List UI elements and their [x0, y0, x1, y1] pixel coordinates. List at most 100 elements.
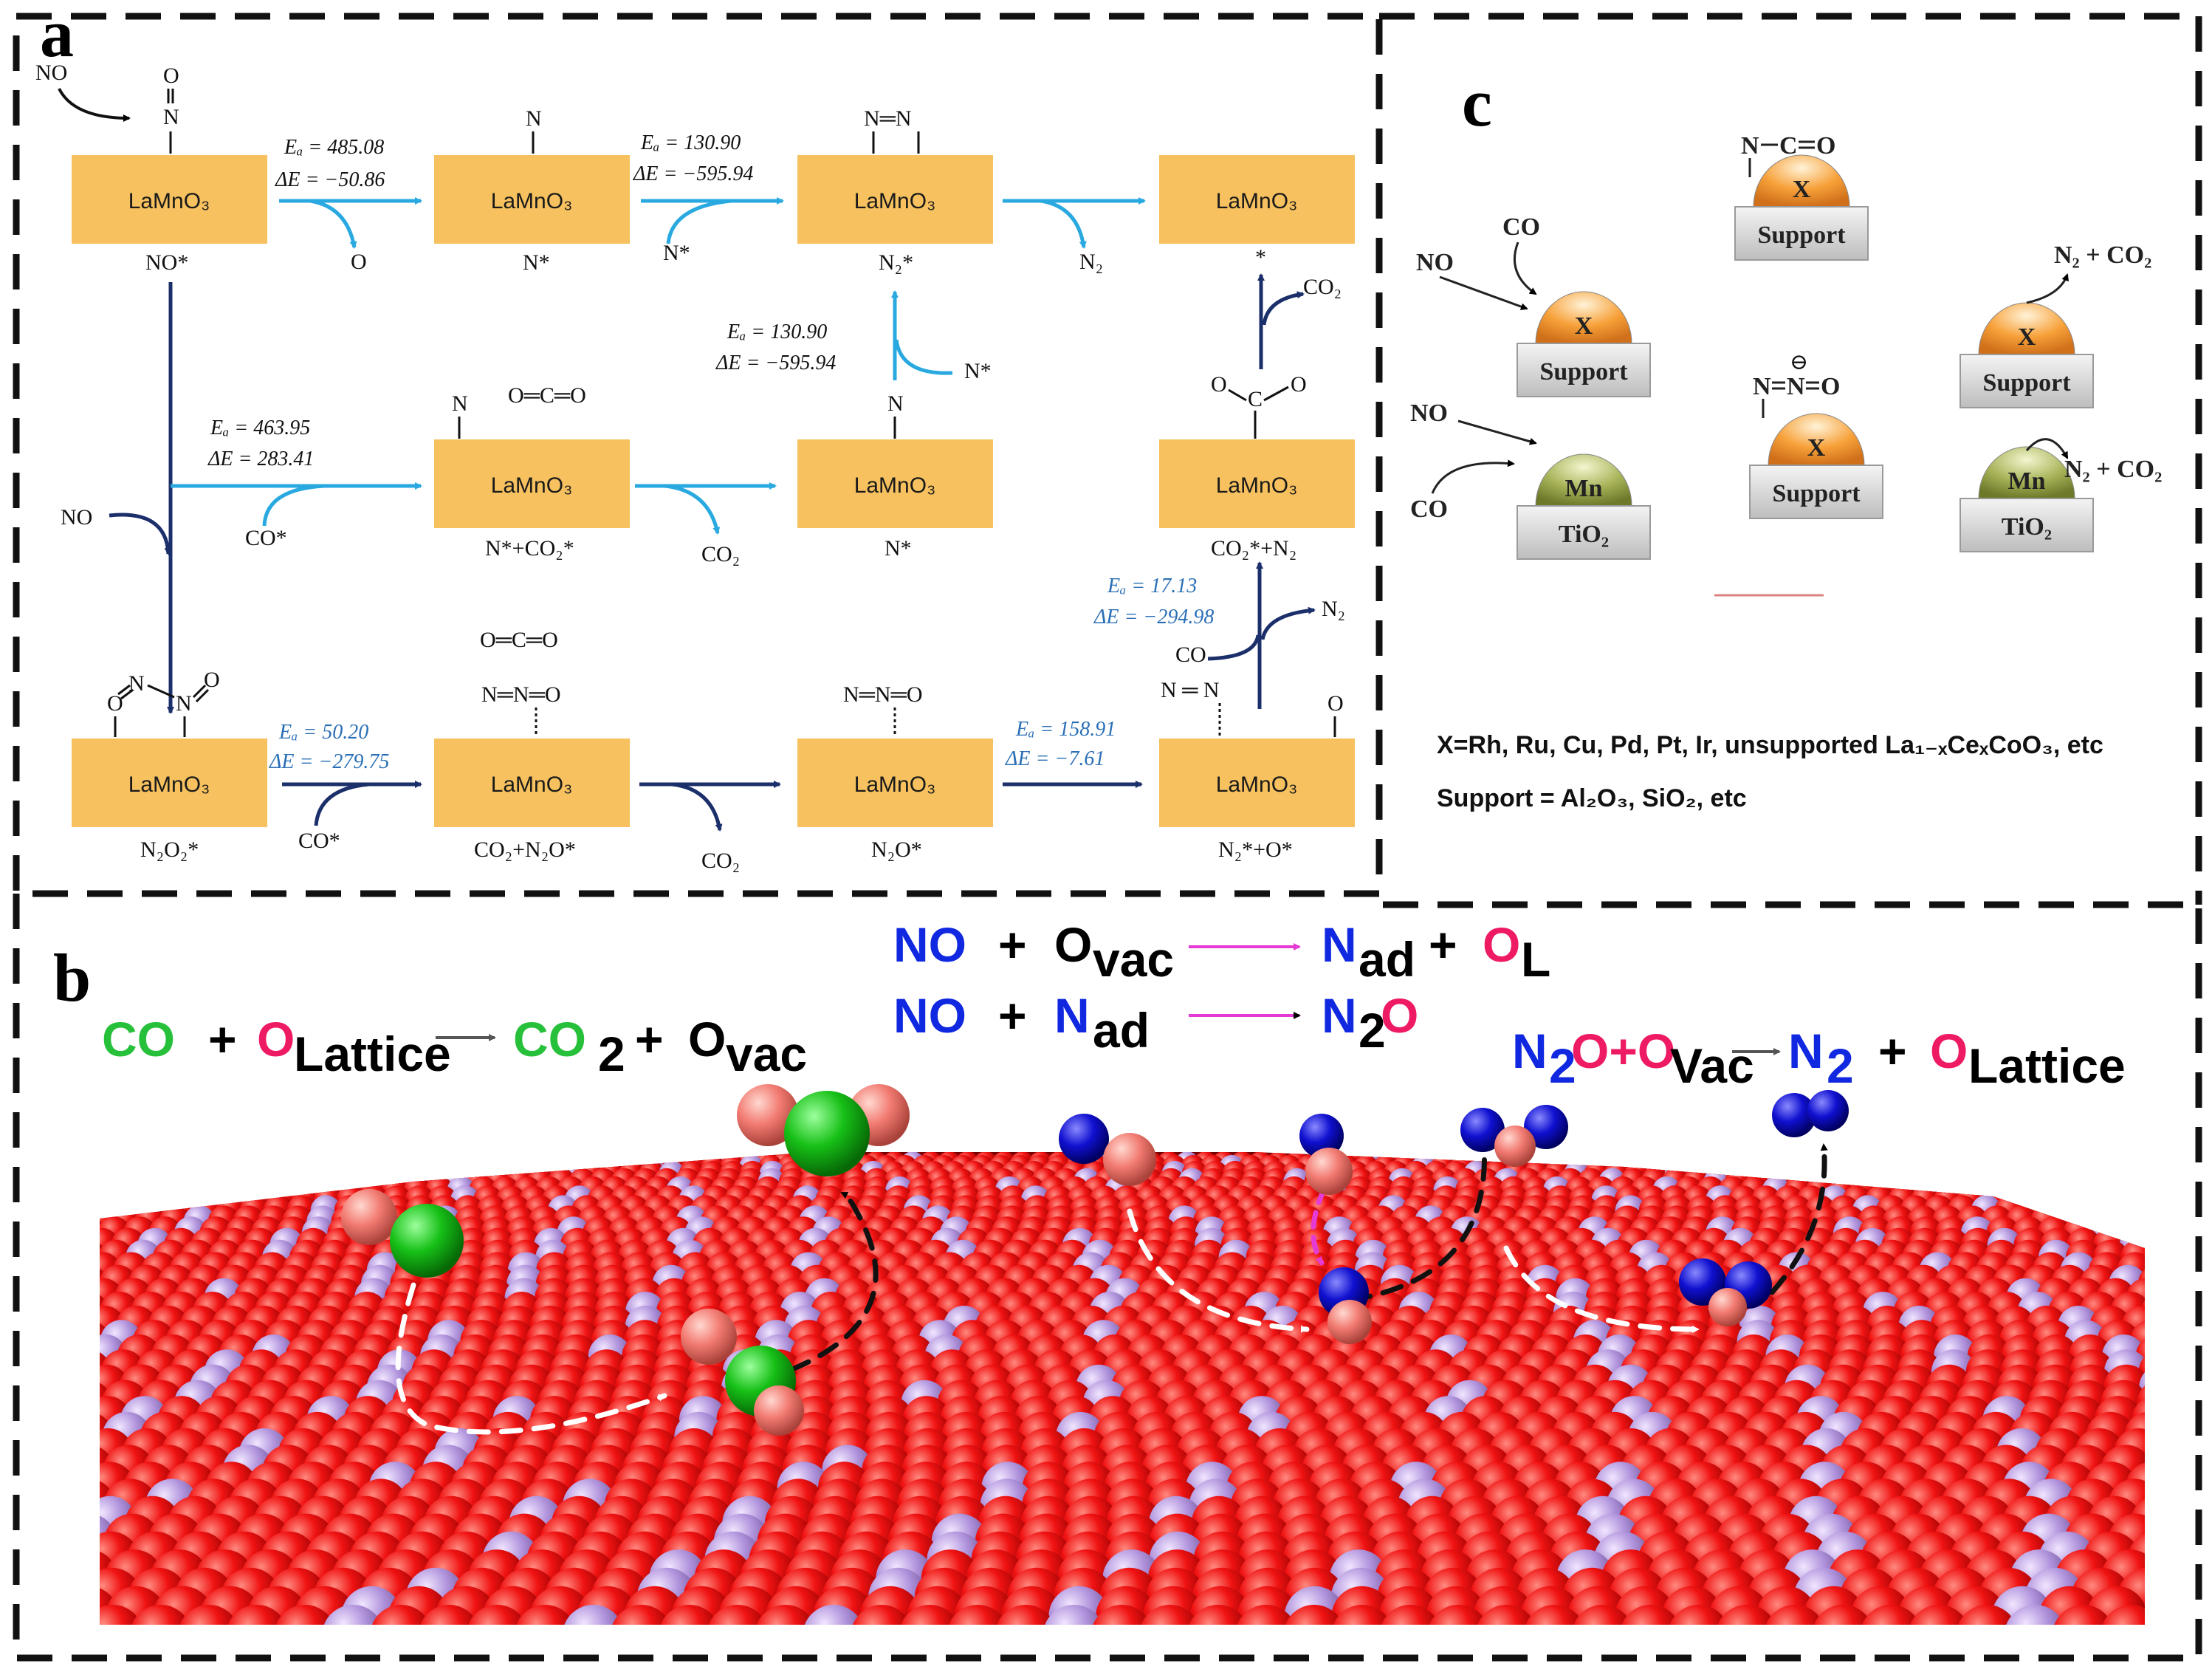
lamno3-label: LaMnO₃ — [854, 473, 936, 498]
o-atom — [100, 1160, 122, 1188]
o-atom — [2052, 1605, 2115, 1625]
la-atom — [2084, 1154, 2109, 1180]
svg-text:O: O — [688, 1012, 726, 1066]
la-atom — [1966, 1160, 1993, 1188]
la-atom — [2123, 1168, 2145, 1196]
svg-text:O+O: O+O — [1571, 1024, 1675, 1078]
lamno3-label: LaMnO₃ — [491, 189, 573, 213]
panel-b-label: b — [53, 940, 91, 1015]
o-atom — [2036, 1152, 2060, 1175]
o-atom — [1999, 1152, 2023, 1175]
molecules — [341, 1084, 1849, 1436]
svg-text:ad: ad — [1093, 1003, 1150, 1058]
la-atom — [2004, 1605, 2067, 1625]
support-label: TiO₂ — [2002, 513, 2052, 541]
la-atom — [803, 1605, 865, 1625]
adsorbate-r2c4: O C O — [1211, 372, 1307, 439]
lamno3-label: LaMnO₃ — [1216, 189, 1298, 213]
o-atom — [184, 1176, 213, 1205]
adsorbate-n2-r1c3: N═N — [864, 106, 920, 154]
o-atom — [100, 1176, 125, 1205]
svg-text:O: O — [1816, 132, 1835, 160]
c-co-2: CO — [1410, 496, 1448, 523]
o-atom — [1871, 1152, 1895, 1175]
o-atom — [105, 1154, 130, 1180]
panel-c-label: c — [1462, 65, 1492, 140]
o-atom — [1934, 1168, 1962, 1196]
o-atom — [148, 1168, 176, 1196]
o-atom — [236, 1160, 263, 1188]
label-n2o2: N₂O₂* — [140, 837, 199, 862]
o-atom — [2047, 1176, 2075, 1205]
o-atom — [100, 1154, 111, 1180]
adsorbate-n-r1c2: N — [526, 106, 542, 154]
svg-text:O: O — [1821, 373, 1840, 400]
svg-text:CO₂: CO₂ — [701, 849, 740, 873]
step-8: Eₐ = 50.20 ΔE = −279.75 CO* — [269, 721, 422, 853]
adsorbate-r3c2: O═C═O N═N═O — [480, 628, 561, 737]
equation-2: NO + O vac N ad + O L — [893, 917, 1550, 987]
svg-text:Eₐ = 50.20: Eₐ = 50.20 — [278, 721, 368, 744]
o-atom — [131, 1185, 161, 1215]
o-atom — [1523, 1605, 1586, 1625]
o-atom — [2069, 1176, 2098, 1205]
o-atom — [610, 1605, 673, 1625]
o-atom — [1283, 1605, 1345, 1625]
o-atom — [100, 1605, 144, 1625]
o-atom — [2072, 1152, 2097, 1175]
la-atom — [2047, 1185, 2078, 1215]
o-atom — [2146, 1228, 2180, 1262]
svg-text:N₂: N₂ — [1079, 250, 1103, 274]
o-atom — [2116, 1185, 2145, 1215]
sphere-label: Mn — [1565, 475, 1603, 502]
mechanism-arrows — [395, 1142, 1828, 1435]
o-atom — [2026, 1154, 2051, 1180]
svg-text:CO₂: CO₂ — [701, 542, 740, 566]
lamno3-label: LaMnO₃ — [854, 772, 936, 797]
o-atom — [1866, 1160, 1892, 1188]
step-4: Eₐ = 463.95 ΔE = 283.41 CO* — [171, 417, 422, 550]
adsorbate-r2c3: N — [887, 391, 904, 439]
o-atom — [100, 1195, 104, 1226]
svg-text:N: N — [1512, 1024, 1548, 1078]
o-atom — [205, 1152, 229, 1175]
nno-adsorbate: N N O ⊖ — [1753, 350, 1840, 418]
la-atom — [2139, 1364, 2145, 1411]
support-label: TiO₂ — [1559, 521, 1609, 548]
o-atom — [516, 1152, 540, 1175]
o-atom — [239, 1154, 265, 1180]
o-atom — [333, 1152, 357, 1175]
svg-text:L: L — [1521, 932, 1550, 987]
la-atom — [443, 1152, 467, 1175]
o-atom — [1956, 1168, 1983, 1196]
c-no-2: NO — [1410, 400, 1448, 427]
o-atom — [431, 1154, 457, 1180]
o-atom — [1889, 1152, 1914, 1175]
o-atom — [1852, 1152, 1877, 1175]
o-atom — [1886, 1160, 1912, 1188]
frame-a — [13, 13, 1383, 897]
o-atom — [1475, 1605, 1538, 1625]
la-atom — [168, 1152, 192, 1175]
svg-text:vac: vac — [1093, 932, 1174, 987]
step-11: Eₐ = 17.13 ΔE = −294.98 CO N₂ — [1093, 561, 1345, 709]
sphere-label: Mn — [2008, 467, 2046, 495]
la-atom — [233, 1168, 260, 1196]
lamno3-box: LaMnO₃ — [72, 155, 267, 244]
o-atom — [1688, 1152, 1712, 1175]
o-atom — [143, 1154, 168, 1180]
svg-text:CO₂: CO₂ — [1303, 275, 1342, 299]
svg-text:2: 2 — [1549, 1038, 1576, 1093]
equation-1: CO + O Lattice CO 2 + O vac — [102, 1012, 807, 1081]
o-atom — [297, 1160, 323, 1188]
label-n-star: N* — [523, 250, 550, 275]
o-atom — [2106, 1160, 2134, 1188]
o-atom — [201, 1154, 226, 1180]
o-atom — [899, 1605, 961, 1625]
o-atom — [1981, 1152, 2005, 1175]
o-atom — [2127, 1152, 2145, 1175]
o-atom — [1764, 1605, 1826, 1625]
